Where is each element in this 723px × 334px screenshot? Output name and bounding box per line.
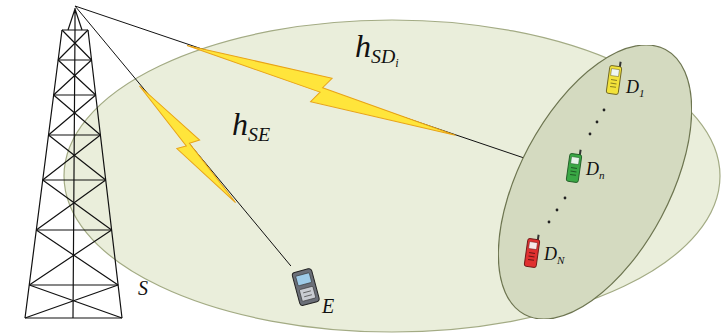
phone-symbol: [524, 233, 540, 267]
node-label: D1: [626, 78, 645, 99]
eavesdropper-phone: [292, 268, 320, 306]
lightning-bolt: [131, 78, 245, 209]
channel-link: [75, 6, 291, 266]
tower-symbol: [25, 8, 122, 318]
node-label: S: [138, 278, 148, 298]
phone-symbol: [606, 60, 622, 94]
channel-link: [75, 6, 523, 158]
ellipsis-dots: [548, 109, 606, 224]
node-label: DN: [544, 245, 564, 266]
channel-label: hSE: [232, 108, 270, 145]
lightning-bolt: [183, 31, 461, 148]
eavesdropper: E: [290, 266, 330, 312]
group-outline: [498, 45, 692, 319]
group-ellipse: [498, 45, 692, 319]
channel-label: hSDi: [355, 30, 399, 70]
base-station: S: [20, 6, 130, 320]
destination-group: D1DnDN: [498, 45, 692, 319]
phone-symbol: [566, 148, 582, 182]
node-label: E: [322, 296, 334, 316]
node-label: Dn: [586, 160, 605, 181]
